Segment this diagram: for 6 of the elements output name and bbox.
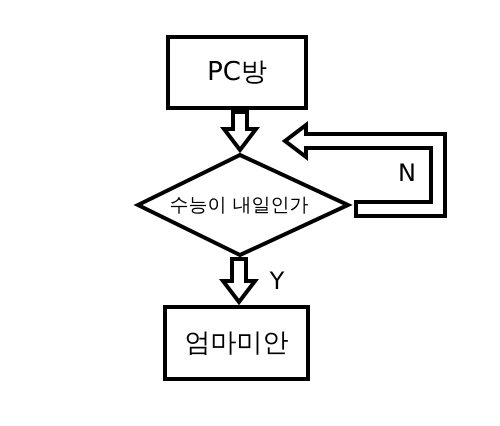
block-arrow (220, 110, 260, 154)
process-box: PC방 (166, 35, 308, 110)
block-arrow (282, 120, 447, 218)
process-box: 엄마미안 (163, 305, 310, 381)
block-arrow (218, 257, 260, 306)
decision-text: 수능이 내일인가 (169, 194, 309, 216)
